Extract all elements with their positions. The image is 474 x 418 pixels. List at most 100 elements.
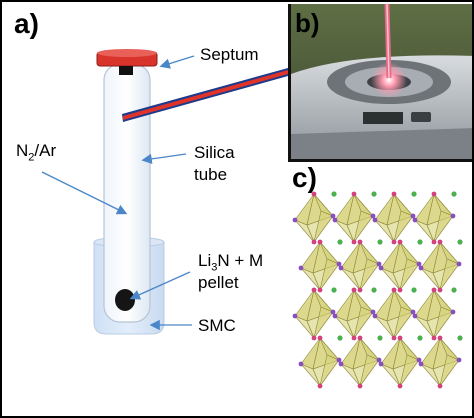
octahedron (414, 289, 454, 339)
crystal-structure (284, 170, 472, 416)
atom (371, 191, 377, 197)
atom (376, 357, 382, 363)
atom (431, 239, 437, 245)
label-smc: SMC (198, 316, 236, 335)
atom (372, 313, 378, 319)
atom (411, 191, 417, 197)
panel-label-b: b) (295, 8, 320, 38)
atom (431, 335, 437, 341)
octahedron (300, 241, 340, 291)
atom (416, 261, 422, 267)
atom (337, 335, 343, 341)
atom (357, 239, 363, 245)
atom (311, 335, 317, 341)
label-pellet-2: pellet (198, 273, 239, 292)
atom (330, 213, 336, 219)
septum-plug (119, 66, 133, 75)
atom (391, 239, 397, 245)
atom (431, 287, 437, 293)
arrow-gas (41, 171, 128, 215)
label-pellet: Li3N + M (198, 250, 263, 278)
atom (357, 335, 363, 341)
atom (298, 361, 304, 367)
atom (331, 191, 337, 197)
octahedron (294, 289, 334, 339)
atom (437, 287, 443, 293)
atom (397, 287, 403, 293)
atom (418, 265, 424, 271)
atom (298, 265, 304, 271)
atom (418, 361, 424, 367)
atom (338, 361, 344, 367)
octahedron (334, 193, 374, 243)
atom (332, 313, 338, 319)
atom (450, 309, 456, 315)
octahedron (334, 289, 374, 339)
atom (337, 239, 343, 245)
atom (378, 361, 384, 367)
atom (338, 265, 344, 271)
atom (437, 383, 443, 389)
octahedron (414, 193, 454, 243)
atom (371, 287, 377, 293)
octahedron (340, 241, 380, 291)
reactor-illustration (291, 4, 472, 159)
atom (372, 217, 378, 223)
octahedron (380, 241, 420, 291)
atom (437, 335, 443, 341)
atom (357, 383, 363, 389)
atom (451, 191, 457, 197)
silica-tube (103, 63, 151, 323)
arrow-septum (159, 55, 195, 69)
arrow-silica (141, 153, 187, 165)
rod-red (123, 70, 288, 120)
atom (330, 309, 336, 315)
atom (317, 287, 323, 293)
panel-label-c: c) (292, 162, 317, 193)
octahedron (420, 337, 460, 387)
atom (457, 239, 463, 245)
atom (311, 191, 317, 197)
atom (351, 191, 357, 197)
atom (431, 191, 437, 197)
label-silica-1: Silica (194, 143, 235, 162)
atom (336, 261, 342, 267)
atom (311, 287, 317, 293)
atom (391, 287, 397, 293)
apparatus-diagram (41, 49, 288, 335)
atom (332, 217, 338, 223)
atom (391, 191, 397, 197)
atom (317, 383, 323, 389)
atom (412, 313, 418, 319)
octahedron (374, 193, 414, 243)
atom (351, 287, 357, 293)
atom (410, 213, 416, 219)
reactor-photo: b) (288, 4, 472, 162)
label-gas-main: N (16, 141, 29, 160)
atom (377, 335, 383, 341)
crystal-structure-svg (292, 191, 463, 389)
atom (456, 261, 462, 267)
atom (317, 335, 323, 341)
atom (410, 309, 416, 315)
atom (351, 335, 357, 341)
atom (456, 357, 462, 363)
pellet (115, 289, 135, 311)
octahedron (420, 241, 460, 291)
septum-cap-top (97, 49, 157, 57)
atom (311, 239, 317, 245)
atom (376, 261, 382, 267)
atom (450, 213, 456, 219)
atom (451, 287, 457, 293)
label-gas-sub: 2 (28, 151, 35, 164)
octahedron (340, 337, 380, 387)
atom (357, 287, 363, 293)
atom (351, 239, 357, 245)
atom (457, 335, 463, 341)
atom (370, 309, 376, 315)
octahedron (300, 337, 340, 387)
atom (391, 335, 397, 341)
atom (370, 213, 376, 219)
label-gas-rest: /Ar (34, 141, 57, 160)
